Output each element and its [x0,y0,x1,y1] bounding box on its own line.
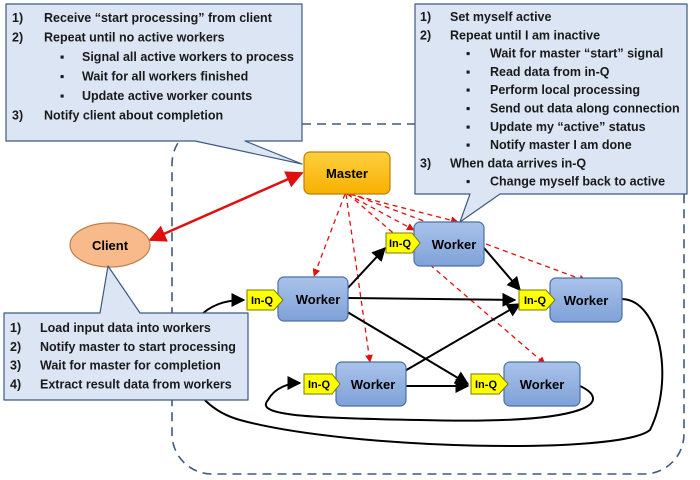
client-master-connector [148,171,304,242]
worker-right: Worker In-Q [518,277,623,323]
master-callout-box [5,3,303,165]
callout-line-marker: 2) [12,31,23,45]
callout-line-text: Update my “active” status [490,120,646,134]
callout-line-text: Load input data into workers [40,321,211,335]
callout-line-marker: 2) [10,340,21,354]
inq-label: In-Q [524,295,546,307]
inq-arrow [518,289,556,311]
callout-line-text: Repeat until no active workers [44,31,225,45]
callout-line-marker: 1) [10,321,21,335]
inq-arrow [246,289,284,311]
callout-line-text: Extract result data from workers [40,377,232,391]
master-signal-arrows [312,193,587,365]
callout-line-text: Signal all active workers to process [82,50,294,64]
callout-line-marker: 3) [10,359,21,373]
callout-line-marker: ▪ [466,120,470,134]
inq-label: In-Q [308,379,330,391]
worker-callout-box [414,3,688,223]
edge-w1-w2 [345,246,386,291]
callout-line-marker: ▪ [60,70,64,84]
callout-line-text: Repeat until I am inactive [450,28,600,42]
edge-w2-w3 [483,247,521,292]
worker-label: Worker [351,377,396,392]
callout-line-marker: ▪ [466,175,470,189]
edge-w4-w3 [402,303,522,373]
inq-label: In-Q [389,238,411,250]
worker-label: Worker [564,293,609,308]
inq-label: In-Q [475,379,497,391]
callout-line-marker: ▪ [466,83,470,97]
callout-line-text: Change myself back to active [490,175,665,189]
signal-arrow-w2 [346,193,415,231]
callout-line-text: Wait for all workers finished [82,70,248,84]
worker-left: Worker In-Q [246,276,349,322]
callout-line-text: Set myself active [450,10,551,24]
callout-line-marker: ▪ [466,47,470,61]
callout-line-text: Notify master I am done [490,138,632,152]
callout-line-text: Notify client about completion [44,109,223,123]
signal-arrow-w5 [347,193,546,365]
worker-label: Worker [296,292,341,307]
callout-line-text: Notify master to start processing [40,340,236,354]
master-node [303,151,391,195]
callout-line-marker: ▪ [60,50,64,64]
callout-line-marker: ▪ [466,138,470,152]
worker-bottom-left: Worker In-Q [303,361,407,407]
signal-arrow-w1 [312,193,346,277]
callout-line-marker: ▪ [466,65,470,79]
signal-arrow-w2b [348,193,459,225]
callout-line-text: Wait for master for completion [40,359,221,373]
master-label: Master [326,166,368,181]
client-label: Client [92,238,129,253]
worker-bottom-right: Worker In-Q [470,361,581,407]
callout-line-text: Read data from in-Q [490,65,610,79]
callout-line-marker: 3) [420,156,431,170]
callout-line-marker: 2) [420,28,431,42]
worker-top: Worker In-Q [385,221,485,267]
callout-line-text: Receive “start processing” from client [44,11,273,25]
worker-label: Worker [520,377,565,392]
callout-line-text: Wait for master “start” signal [490,47,663,61]
edge-w1-w5 [343,309,470,385]
edge-w1-w3 [346,292,517,307]
client-node [69,222,151,268]
callout-line-marker: 4) [10,377,21,391]
inq-arrow [385,232,421,254]
master-callout: 1) Receive “start processing” from client… [5,3,303,165]
signal-arrow-w3 [350,193,587,283]
callout-line-marker: 1) [420,10,431,24]
inq-arrow [470,373,509,395]
client-callout-box [3,265,249,401]
callout-line-marker: 3) [12,109,23,123]
edge-w5-w4-loop [265,376,594,422]
callout-line-marker: ▪ [60,89,64,103]
callout-line-text: Perform local processing [490,83,640,97]
callout-line-text: When data arrives in-Q [450,156,586,170]
callout-line-text: Update active worker counts [82,89,252,103]
inq-label: In-Q [251,295,273,307]
worker-label: Worker [432,237,477,252]
worker-callout: 1) Set myself active 2) Repeat until I am i… [414,3,688,223]
callout-line-marker: 1) [12,11,23,25]
callout-line-text: Send out data along connection [490,102,680,116]
callout-line-marker: ▪ [466,102,470,116]
client-callout: 1) Load input data into workers 2) Notify m… [3,265,249,401]
inq-arrow [303,373,341,395]
